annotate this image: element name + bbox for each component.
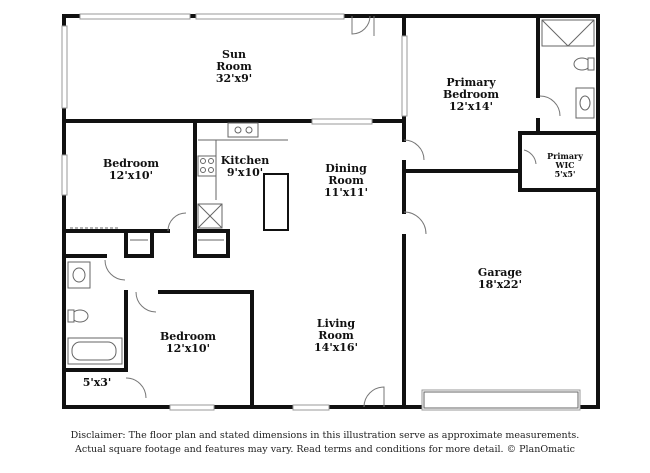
door-swings — [104, 15, 561, 408]
primary-wic-dims: 5'x5' — [555, 169, 576, 179]
bedroom-2-dims: 12'x10' — [166, 342, 210, 355]
sun-room-dims: 32'x9' — [216, 72, 252, 85]
kitchen-dims: 9'x10' — [227, 166, 263, 179]
sun-room-name-2: Room — [216, 60, 252, 73]
floor-plan: Sun Room 32'x9' Primary Bedroom 12'x14' … — [61, 13, 600, 411]
kitchen-name: Kitchen — [221, 154, 270, 167]
primary-bedroom-dims: 12'x14' — [449, 100, 493, 113]
bedroom-1-name: Bedroom — [103, 157, 159, 170]
garage-dims: 18'x22' — [478, 278, 522, 291]
bedroom-1-dims: 12'x10' — [109, 169, 153, 182]
sun-room-name-1: Sun — [222, 48, 246, 61]
primary-wic-name-2: WIC — [554, 160, 574, 170]
living-room-dims: 14'x16' — [314, 341, 358, 354]
living-room-name-2: Room — [318, 329, 354, 342]
living-room-name-1: Living — [317, 317, 355, 330]
bedroom-2-name: Bedroom — [160, 330, 216, 343]
room-labels: Sun Room 32'x9' Primary Bedroom 12'x14' … — [83, 48, 584, 389]
disclaimer: Disclaimer: The floor plan and stated di… — [0, 429, 650, 457]
garage-name: Garage — [478, 266, 522, 279]
garage-door — [423, 391, 579, 409]
disclaimer-line-1: Disclaimer: The floor plan and stated di… — [70, 430, 580, 441]
primary-bedroom-name-1: Primary — [446, 76, 496, 89]
closet-dims: 5'x3' — [83, 376, 112, 389]
disclaimer-line-2: Actual square footage and features may v… — [75, 444, 575, 455]
dining-room-name-2: Room — [328, 174, 364, 187]
dining-room-name-1: Dining — [325, 162, 367, 175]
primary-wic-name-1: Primary — [547, 151, 583, 161]
fixtures — [67, 19, 595, 365]
primary-bedroom-name-2: Bedroom — [443, 88, 499, 101]
dining-room-dims: 11'x11' — [324, 186, 368, 199]
